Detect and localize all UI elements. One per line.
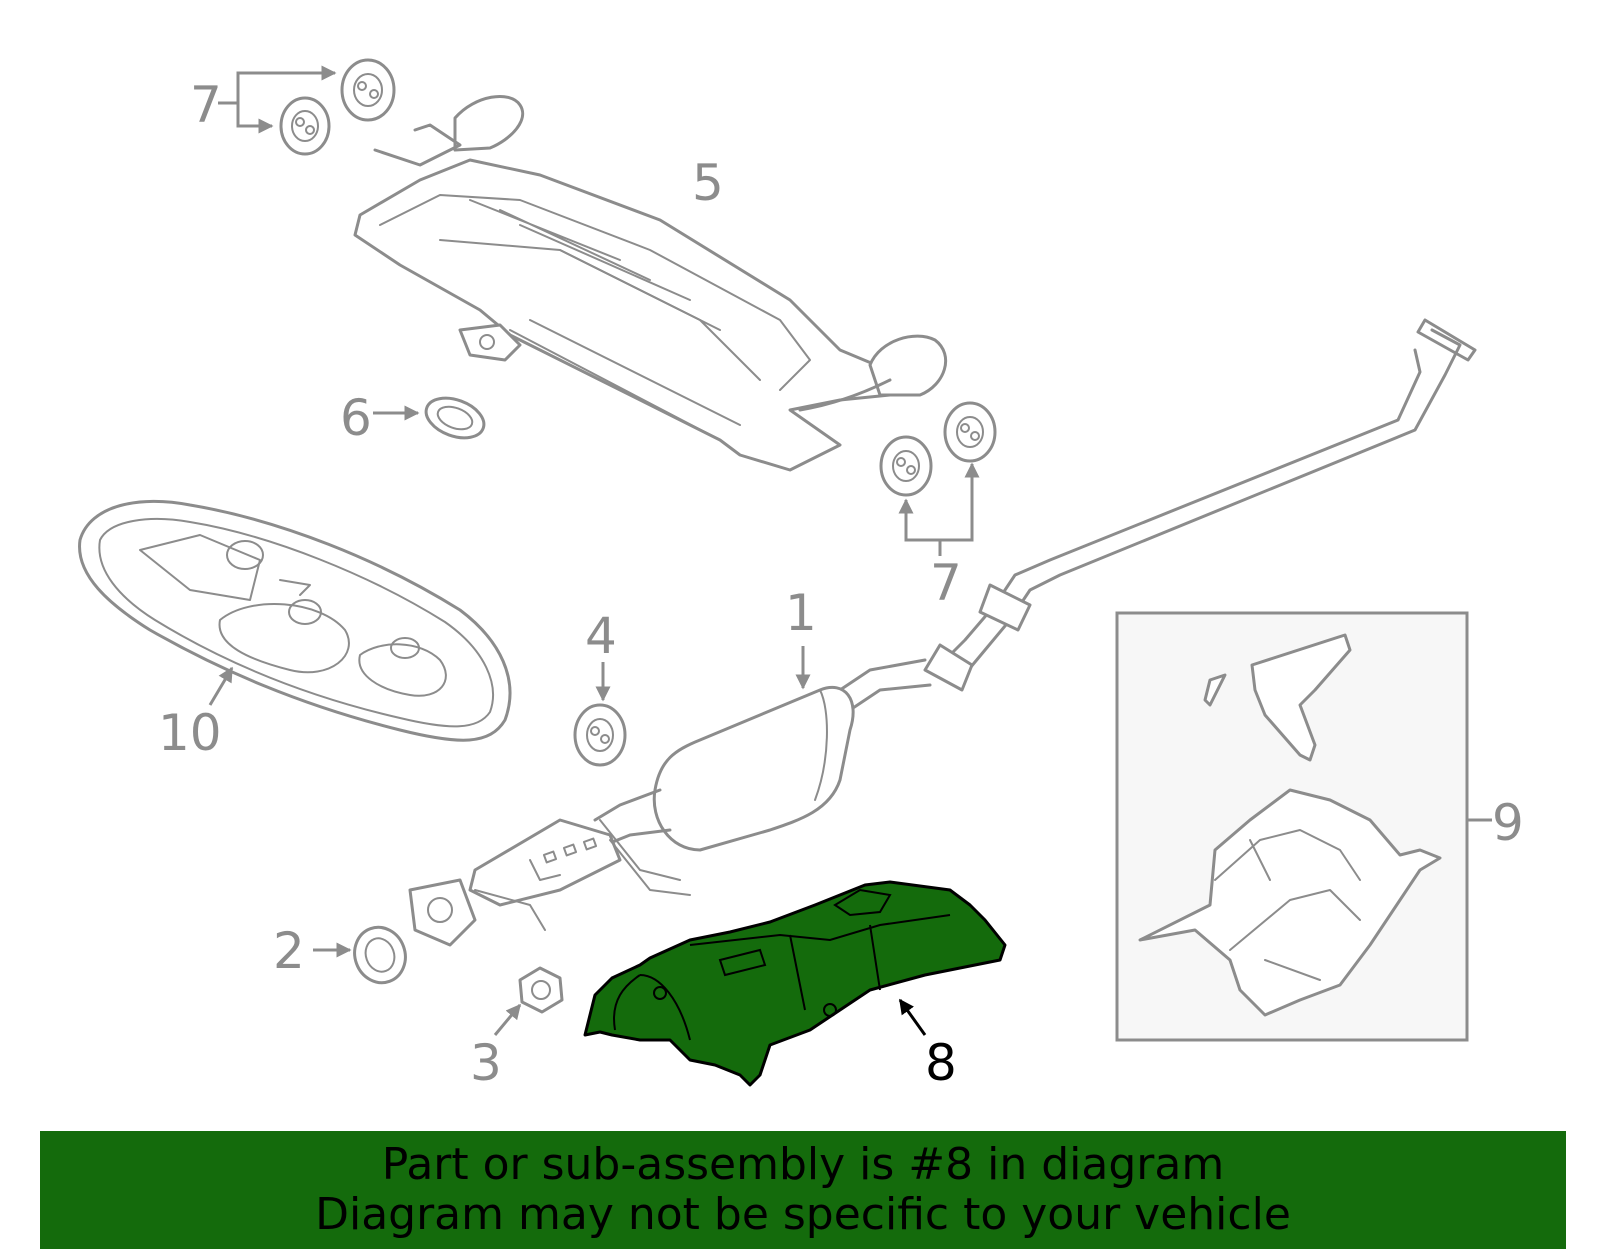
callout-9: 9 xyxy=(1492,794,1524,852)
part-7-hangers-upper[interactable] xyxy=(279,58,396,156)
callout-7-lower: 7 xyxy=(930,554,962,612)
part-3-nut[interactable] xyxy=(518,966,564,1014)
callout-2: 2 xyxy=(273,922,305,980)
callout-6: 6 xyxy=(340,389,372,447)
part-10-heat-shield[interactable] xyxy=(78,499,512,742)
part-2-gasket[interactable] xyxy=(347,920,413,990)
part-6-gasket[interactable] xyxy=(421,391,490,445)
callout-4: 4 xyxy=(585,607,617,665)
callout-10: 10 xyxy=(158,704,222,762)
callout-1: 1 xyxy=(785,584,817,642)
part-1-front-pipe[interactable] xyxy=(408,318,1477,947)
part-4-hanger[interactable] xyxy=(573,703,627,767)
callout-5: 5 xyxy=(692,154,724,212)
part-info-banner: Part or sub-assembly is #8 in diagram Di… xyxy=(40,1131,1566,1249)
banner-line-1: Part or sub-assembly is #8 in diagram xyxy=(381,1139,1225,1190)
banner-line-2: Diagram may not be specific to your vehi… xyxy=(315,1189,1291,1240)
part-7-hangers-lower[interactable] xyxy=(879,401,997,497)
callout-7-upper: 7 xyxy=(190,76,222,134)
part-9-heat-shield-box[interactable] xyxy=(1115,611,1469,1042)
part-8-heat-shield-highlighted[interactable] xyxy=(583,880,1007,1087)
callout-3: 3 xyxy=(470,1034,502,1092)
part-5-muffler[interactable] xyxy=(353,94,948,472)
callout-8: 8 xyxy=(925,1034,957,1092)
